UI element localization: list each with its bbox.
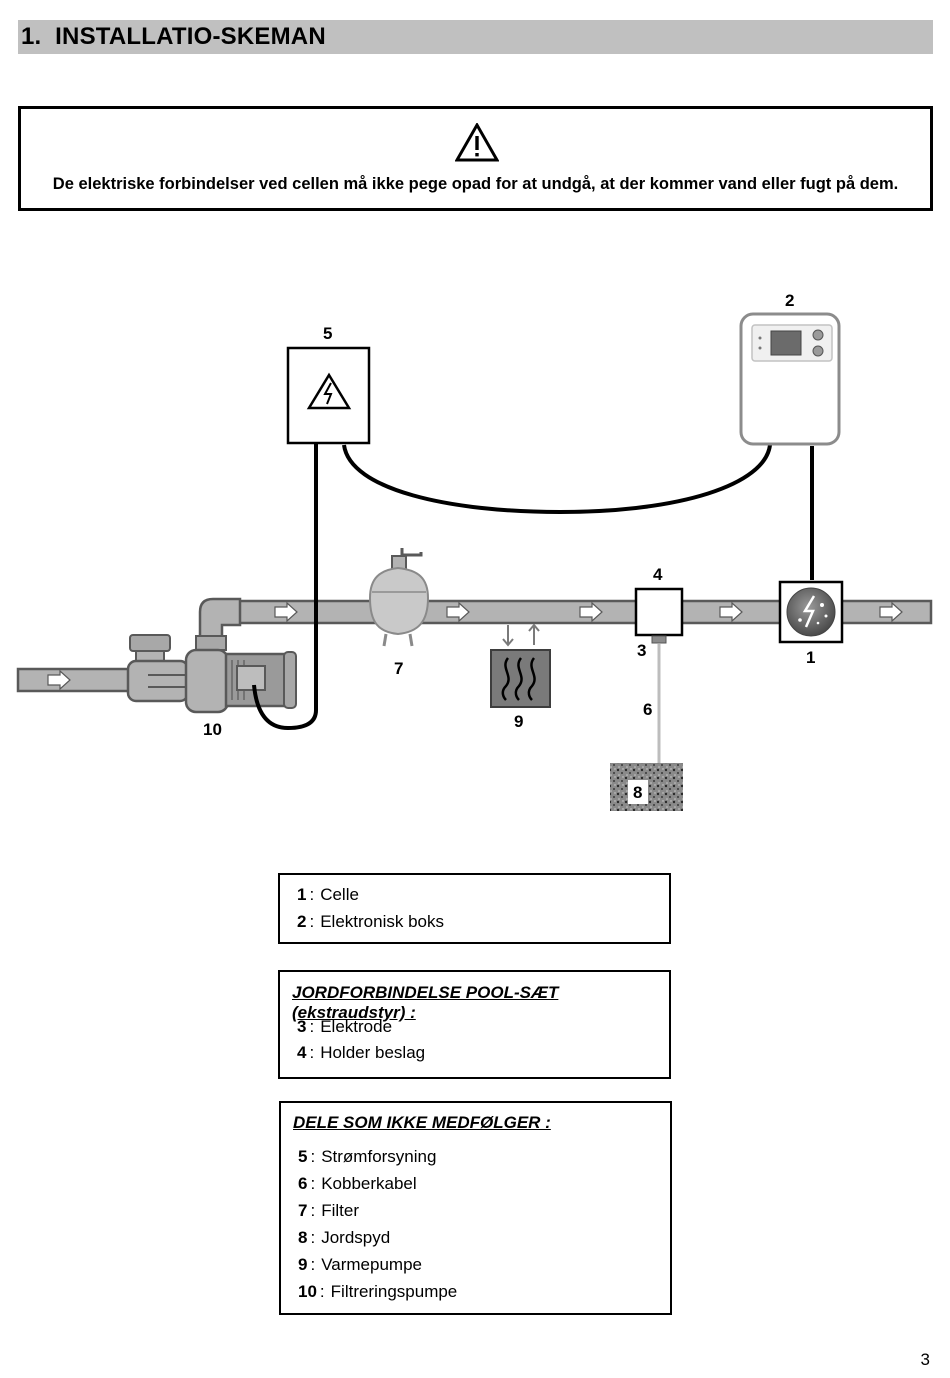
legend-heading: DELE SOM IKKE MEDFØLGER : [293, 1113, 551, 1132]
legend-item: 8:Jordspyd [298, 1228, 391, 1247]
label-power-supply: 5 [323, 324, 332, 343]
warning-triangle-icon [455, 123, 499, 162]
label-electrode: 3 [637, 641, 646, 660]
label-filtration-pump: 10 [203, 720, 222, 739]
page-number: 3 [920, 1350, 930, 1369]
legend-item: 6:Kobberkabel [298, 1174, 417, 1193]
legend-box-included: 1:Celle 2:Elektronisk boks [278, 873, 671, 944]
label-electronic-box: 2 [785, 291, 794, 310]
legend-item: 1:Celle [297, 885, 359, 904]
label-filter: 7 [394, 659, 403, 678]
legend-box-ground-kit: JORDFORBINDELSE POOL-SÆT (ekstraudstyr) … [278, 970, 671, 1079]
label-cell: 1 [806, 648, 815, 667]
section-title: 1. INSTALLATIO-SKEMAN [21, 23, 326, 50]
legend-item: 2:Elektronisk boks [297, 912, 444, 931]
power-supply-box [286, 346, 371, 445]
heat-pump [490, 623, 551, 708]
electronic-box [739, 312, 841, 446]
cables [252, 443, 814, 731]
installation-diagram: 1 2 3 4 5 6 7 8 9 10 [0, 280, 950, 840]
inlet-pipe [16, 667, 135, 693]
legend-item: 4:Holder beslag [297, 1043, 426, 1062]
ground-rod [610, 763, 683, 811]
legend-item: 10:Filtreringspumpe [298, 1282, 458, 1301]
electrode-holder [634, 587, 684, 644]
cell [778, 580, 844, 644]
legend-item: 9:Varmepumpe [298, 1255, 422, 1274]
warning-text: De elektriske forbindelser ved cellen må… [52, 175, 899, 193]
legend-item: 7:Filter [298, 1201, 359, 1220]
pipe-elbow [195, 597, 242, 652]
label-copper-cable: 6 [643, 700, 652, 719]
label-heat-pump: 9 [514, 712, 523, 731]
diagram-canvas: 1 2 3 4 5 6 7 8 9 10 [16, 291, 933, 811]
legend-heading: JORDFORBINDELSE POOL-SÆT (ekstraudstyr) … [292, 983, 559, 1022]
filter [368, 548, 430, 647]
label-holder: 4 [653, 565, 663, 584]
section-header: 1. INSTALLATIO-SKEMAN [18, 20, 933, 54]
label-ground-rod: 8 [633, 783, 642, 802]
legend-box-not-included: DELE SOM IKKE MEDFØLGER : 5:Strømforsyni… [279, 1101, 672, 1315]
warning-box: De elektriske forbindelser ved cellen må… [18, 106, 933, 211]
legend-item: 5:Strømforsyning [298, 1147, 437, 1166]
filtration-pump [126, 634, 297, 714]
legend-item: 3:Elektrode [297, 1017, 393, 1036]
